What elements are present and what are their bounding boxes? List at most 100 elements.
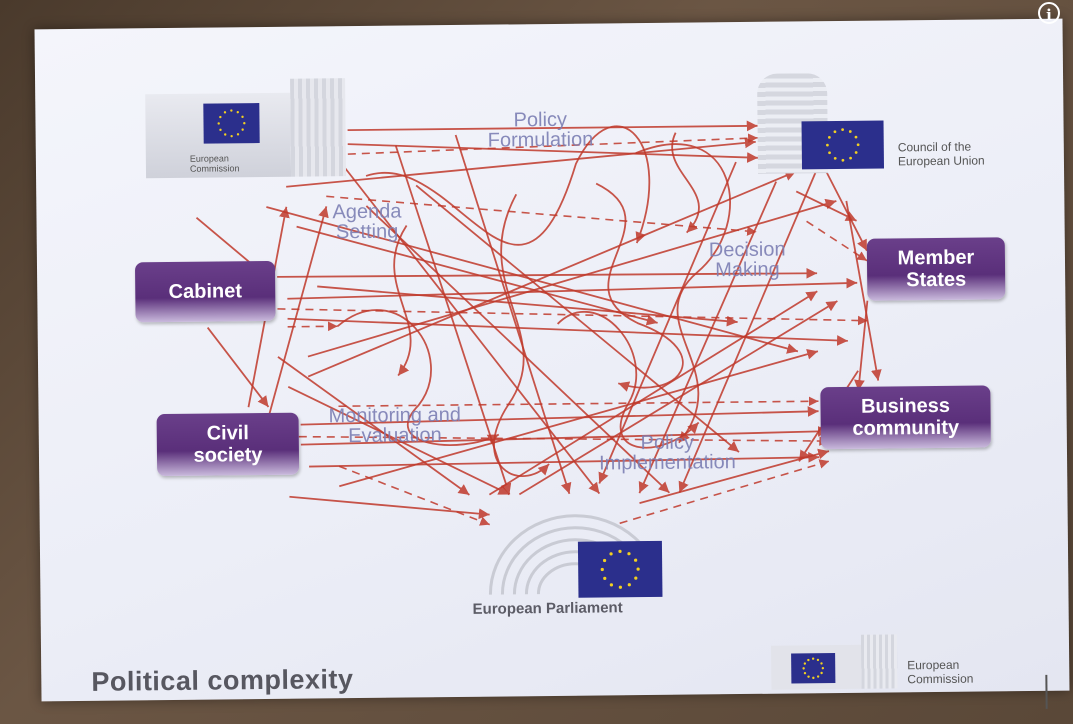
stage-policy-formulation-line2: Formulation	[487, 128, 594, 152]
relation-arrow	[337, 309, 500, 446]
flag-star	[236, 133, 240, 136]
civil-society-line1: Civil	[206, 422, 249, 445]
relation-arrow	[307, 170, 797, 378]
flag-star	[224, 133, 227, 136]
stage-monitoring-evaluation: Monitoring and Evaluation	[328, 404, 461, 447]
relation-arrow	[347, 143, 758, 163]
commission-caption-line1: European	[189, 153, 229, 164]
relation-arrow	[296, 225, 658, 326]
commission-caption-line2: Commission	[189, 163, 240, 174]
relation-arrow	[393, 225, 412, 377]
flag-star	[219, 128, 222, 132]
parliament-hemicycle-icon	[479, 501, 670, 603]
relation-arrow	[277, 267, 818, 279]
flag-star	[223, 111, 227, 114]
relation-arrow	[454, 134, 572, 495]
footer-caption-line1: European	[907, 657, 960, 673]
flag-star	[841, 158, 845, 162]
relation-arrow	[415, 184, 740, 453]
flag-star	[820, 671, 823, 675]
flag-star	[219, 115, 222, 119]
footer-caption-line2: Commission	[907, 671, 974, 687]
arrow-group	[195, 120, 882, 526]
council-caption-line1: Council of the	[897, 139, 972, 155]
relation-arrow	[365, 205, 671, 494]
flag-star	[854, 135, 858, 139]
relation-arrow	[287, 321, 338, 332]
flag-star	[217, 122, 220, 125]
footer-commission-logo	[771, 634, 902, 690]
civil-society-box: Civil society	[156, 412, 300, 477]
stage-policy-implementation: Policy Implementation	[598, 432, 736, 475]
relation-arrow	[287, 385, 510, 496]
commission-building-icon: European Commission	[145, 78, 347, 180]
relation-arrow	[806, 220, 868, 262]
relation-arrow	[488, 290, 818, 496]
relation-arrow	[338, 396, 819, 408]
flag-star	[230, 134, 233, 138]
flag-star	[802, 667, 805, 670]
council-caption: Council of the European Union	[897, 139, 985, 169]
flag-star	[856, 143, 860, 147]
flag-star	[230, 109, 233, 112]
flag-star	[627, 552, 631, 556]
stage-decision-making: Decision Making	[709, 239, 786, 282]
relation-arrow	[309, 452, 820, 468]
flag-star	[828, 151, 831, 155]
flag-star	[820, 662, 823, 665]
flag-star	[634, 576, 638, 580]
relation-arrow	[493, 193, 550, 477]
relation-arrow	[300, 425, 829, 446]
flag-star	[811, 657, 815, 660]
relation-arrow	[845, 200, 882, 381]
relation-arrow	[286, 137, 756, 188]
stage-agenda-setting-line2: Setting	[335, 220, 399, 244]
member-states-line2: States	[906, 268, 967, 292]
member-states-line1: Member	[897, 246, 975, 270]
flag-star	[600, 567, 604, 572]
civil-society-line2: society	[193, 444, 263, 467]
eu-flag-icon	[577, 540, 663, 598]
relation-arrow	[595, 182, 684, 392]
relation-arrow	[326, 195, 757, 236]
flag-star	[833, 130, 837, 134]
relation-arrow	[289, 495, 490, 520]
relation-arrow	[298, 435, 829, 446]
flag-star	[841, 128, 844, 131]
relation-arrow	[635, 143, 731, 444]
parliament-caption: European Parliament	[472, 599, 623, 618]
relation-arrow	[317, 285, 738, 327]
footer-commission-caption: European Commission	[907, 658, 973, 687]
relation-arrow	[825, 170, 868, 252]
member-states-box: Member States	[866, 237, 1006, 301]
relation-arrow	[339, 348, 819, 488]
eu-flag-icon	[801, 120, 885, 170]
slide: European Commission Council of the Europ…	[34, 18, 1070, 709]
relation-arrow	[854, 300, 869, 391]
relation-arrow	[365, 125, 651, 246]
cabinet-box: Cabinet	[134, 260, 276, 323]
stage-decision-making-line2: Making	[715, 258, 780, 282]
business-community-box: Business community	[820, 385, 991, 450]
flag-star	[803, 671, 807, 675]
flag-star	[603, 576, 607, 581]
flag-star	[848, 130, 852, 133]
flag-star	[803, 662, 807, 665]
business-line1: Business	[860, 394, 951, 418]
flag-star	[849, 156, 852, 160]
relation-arrow	[267, 206, 329, 418]
relation-arrow	[335, 155, 601, 495]
stage-implementation-line2: Implementation	[598, 451, 736, 475]
relation-arrow	[598, 161, 737, 484]
flag-star	[236, 110, 239, 114]
stage-policy-formulation: Policy Formulation	[487, 109, 594, 152]
info-icon[interactable]: i	[1038, 2, 1060, 24]
relation-arrow	[277, 308, 868, 326]
flag-star	[634, 558, 638, 562]
relation-arrow	[556, 310, 700, 449]
council-building-icon	[757, 72, 888, 174]
relation-arrow	[619, 459, 830, 525]
eu-flag-icon	[791, 653, 836, 684]
flag-star	[243, 122, 246, 125]
flag-star	[609, 583, 614, 587]
